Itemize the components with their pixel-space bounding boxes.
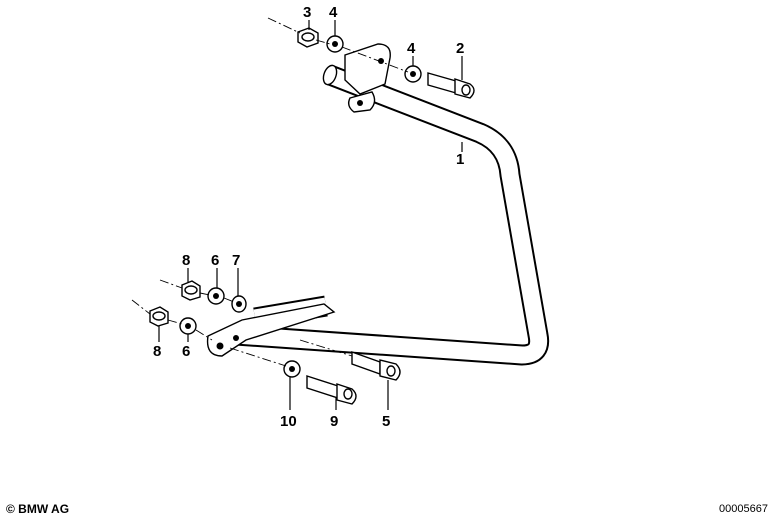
nut-part-8-lower	[149, 306, 169, 327]
washer-part-4-left	[326, 35, 344, 53]
bolt-part-5	[351, 351, 401, 381]
callout-4-top: 4	[329, 4, 338, 21]
callout-6-lower: 6	[182, 343, 190, 360]
tube-bar-part-1	[235, 64, 550, 366]
callout-labels: 3 4 4 2 1 8 6 7 8 6 10 9 5	[153, 4, 464, 430]
bolt-part-9	[306, 375, 357, 405]
callout-8-lower: 8	[153, 343, 161, 360]
washer-part-7	[231, 295, 247, 313]
washer-part-10	[283, 360, 301, 378]
callout-10: 10	[280, 413, 297, 430]
lower-mounting-plate	[206, 303, 336, 357]
washer-part-6-lower	[179, 317, 197, 335]
bolt-part-2	[427, 72, 475, 99]
washer-part-6-upper	[207, 287, 225, 305]
callout-8-upper: 8	[182, 252, 190, 269]
leader-lines	[158, 20, 463, 410]
callout-3: 3	[303, 4, 311, 21]
callout-2: 2	[456, 40, 464, 57]
copyright-label: © BMW AG	[6, 502, 70, 516]
callout-4-right: 4	[407, 40, 416, 57]
assembly-axes	[131, 17, 409, 367]
callout-5: 5	[382, 413, 390, 430]
callout-1: 1	[456, 151, 464, 168]
upper-mounting-plate	[344, 43, 391, 113]
document-number: 00005667	[719, 503, 768, 515]
washer-part-4-right	[404, 65, 422, 83]
callout-9: 9	[330, 413, 338, 430]
nut-part-3	[297, 27, 319, 48]
callout-7: 7	[232, 252, 240, 269]
nut-part-8-upper	[181, 280, 201, 301]
callout-6-upper: 6	[211, 252, 219, 269]
